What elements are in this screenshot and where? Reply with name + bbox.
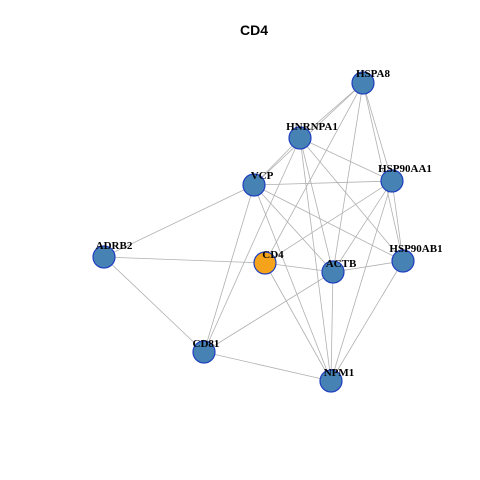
edge-hnrnpa1-hsp90aa1 (299, 137, 393, 182)
edge-hspa8-hsp90ab1 (362, 82, 404, 262)
edge-hspa8-hsp90aa1 (362, 82, 393, 182)
edge-adrb2-cd4 (103, 256, 266, 264)
node-actb[interactable] (321, 260, 345, 284)
node-cd4[interactable] (253, 251, 277, 275)
node-label-hsp90aa1: HSP90AA1 (378, 163, 432, 175)
node-label-adrb2: ADRB2 (96, 240, 133, 252)
node-label-cd4: CD4 (262, 249, 284, 261)
node-hsp90aa1[interactable] (380, 169, 404, 193)
node-hnrnpa1[interactable] (288, 126, 312, 150)
node-label-actb: ACTB (326, 258, 357, 270)
edge-hspa8-cd4 (264, 82, 364, 264)
edge-layer (103, 82, 404, 382)
node-label-hsp90ab1: HSP90AB1 (389, 243, 442, 255)
node-hspa8[interactable] (351, 71, 375, 95)
edge-hnrnpa1-npm1 (299, 137, 332, 382)
node-cd81[interactable] (192, 340, 216, 364)
edge-vcp-hsp90ab1 (253, 184, 404, 262)
node-label-vcp: VCP (251, 170, 274, 182)
edge-hsp90ab1-npm1 (330, 260, 404, 382)
edge-hsp90aa1-hsp90ab1 (391, 180, 404, 262)
edge-vcp-hsp90aa1 (253, 180, 393, 186)
edge-vcp-adrb2 (103, 184, 255, 258)
edge-hspa8-actb (332, 82, 364, 273)
edge-hspa8-hnrnpa1 (299, 82, 364, 139)
edge-cd4-npm1 (264, 262, 332, 382)
edge-hnrnpa1-hsp90ab1 (299, 137, 404, 262)
edge-vcp-npm1 (253, 184, 332, 382)
node-label-hnrnpa1: HNRNPA1 (286, 121, 338, 133)
edge-actb-hsp90ab1 (332, 260, 404, 273)
edge-cd81-npm1 (203, 351, 332, 382)
node-hsp90ab1[interactable] (391, 249, 415, 273)
edge-hsp90aa1-cd4 (264, 180, 393, 264)
edge-hsp90aa1-actb (332, 180, 393, 273)
graph-title: CD4 (240, 22, 268, 38)
edge-vcp-cd81 (203, 184, 255, 353)
node-label-hspa8: HSPA8 (356, 68, 391, 80)
edge-hnrnpa1-cd81 (203, 137, 301, 353)
edge-hsp90aa1-npm1 (330, 180, 393, 382)
node-npm1[interactable] (319, 369, 343, 393)
edge-hnrnpa1-actb (299, 137, 334, 273)
node-layer (92, 71, 415, 393)
node-vcp[interactable] (242, 173, 266, 197)
node-label-cd81: CD81 (193, 338, 220, 350)
edge-actb-npm1 (330, 271, 334, 382)
node-adrb2[interactable] (92, 245, 116, 269)
edge-adrb2-cd81 (103, 256, 205, 353)
edge-actb-cd81 (203, 271, 334, 353)
edge-vcp-actb (253, 184, 334, 273)
node-label-npm1: NPM1 (324, 367, 355, 379)
